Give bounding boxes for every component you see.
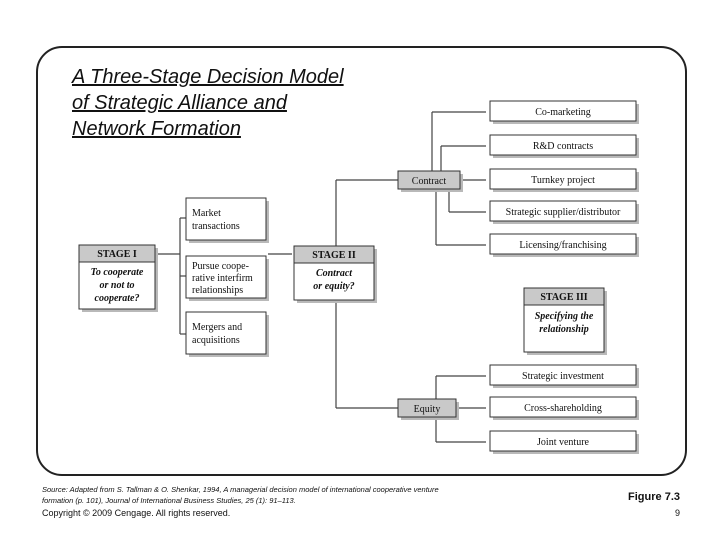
option-market-transactions: Market transactions xyxy=(185,197,269,243)
stage2-box: STAGE II Contract or equity? xyxy=(293,245,377,303)
option-market-line-1: Market xyxy=(192,208,221,219)
option-pursue-line-3: relationships xyxy=(192,285,243,296)
title-line-2: of Strategic Alliance and xyxy=(72,92,287,114)
stage1-body-2: or not to xyxy=(99,280,134,291)
option-mergers-line-1: Mergers and xyxy=(192,322,242,333)
equity-item-joint-venture: Joint venture xyxy=(489,430,639,454)
equity-item-strategic-investment-label: Strategic investment xyxy=(522,371,604,382)
contract-box: Contract xyxy=(397,170,463,192)
option-market-line-2: transactions xyxy=(192,221,240,232)
contract-item-co-marketing: Co-marketing xyxy=(489,100,639,124)
title-line-3: Network Formation xyxy=(72,118,241,140)
stage3-box: STAGE III Specifying the relationship xyxy=(523,287,607,355)
stage1-header: STAGE I xyxy=(97,249,137,260)
equity-item-cross-shareholding: Cross-shareholding xyxy=(489,396,639,420)
connectors xyxy=(155,111,486,443)
contract-item-rd-contracts-label: R&D contracts xyxy=(533,141,593,152)
stage1-body-3: cooperate? xyxy=(95,293,140,304)
stage2-header: STAGE II xyxy=(312,250,356,261)
contract-item-licensing-label: Licensing/franchising xyxy=(519,240,606,251)
equity-item-strategic-investment: Strategic investment xyxy=(489,364,639,388)
stage3-body-2: relationship xyxy=(539,324,588,335)
option-pursue-line-1: Pursue coope- xyxy=(192,261,249,272)
contract-item-turnkey-project: Turnkey project xyxy=(489,168,639,192)
contract-item-turnkey-label: Turnkey project xyxy=(531,175,595,186)
contract-item-supplier-label: Strategic supplier/distributor xyxy=(506,207,621,218)
source-citation: Source: Adapted from S. Tallman & O. She… xyxy=(42,485,439,505)
copyright-notice: Copyright © 2009 Cengage. All rights res… xyxy=(42,508,231,518)
contract-item-co-marketing-label: Co-marketing xyxy=(535,107,591,118)
contract-label: Contract xyxy=(412,176,447,187)
stage2-body-2: or equity? xyxy=(313,281,354,292)
equity-item-joint-venture-label: Joint venture xyxy=(537,437,589,448)
equity-box: Equity xyxy=(397,398,459,420)
option-pursue-line-2: rative interfirm xyxy=(192,273,253,284)
equity-label: Equity xyxy=(414,404,441,415)
title-line-1: A Three-Stage Decision Model xyxy=(72,66,344,88)
figure-label: Figure 7.3 xyxy=(628,491,680,503)
stage1-body-1: To cooperate xyxy=(91,267,144,278)
stage2-body-1: Contract xyxy=(316,268,353,279)
option-mergers-line-2: acquisitions xyxy=(192,335,240,346)
stage3-body-1: Specifying the xyxy=(535,311,594,322)
contract-item-licensing: Licensing/franchising xyxy=(489,233,639,257)
page-number: 9 xyxy=(674,508,680,518)
option-pursue-cooperative: Pursue coope- rative interfirm relations… xyxy=(185,255,269,301)
contract-item-strategic-supplier: Strategic supplier/distributor xyxy=(489,200,639,224)
slide-title: A Three-Stage Decision Model of Strategi… xyxy=(72,64,344,142)
stage1-box: STAGE I To cooperate or not to cooperate… xyxy=(78,244,158,312)
option-mergers-acquisitions: Mergers and acquisitions xyxy=(185,311,269,357)
slide-frame xyxy=(36,46,687,476)
stage3-header: STAGE III xyxy=(540,292,587,303)
contract-item-rd-contracts: R&D contracts xyxy=(489,134,639,158)
equity-item-cross-shareholding-label: Cross-shareholding xyxy=(524,403,602,414)
